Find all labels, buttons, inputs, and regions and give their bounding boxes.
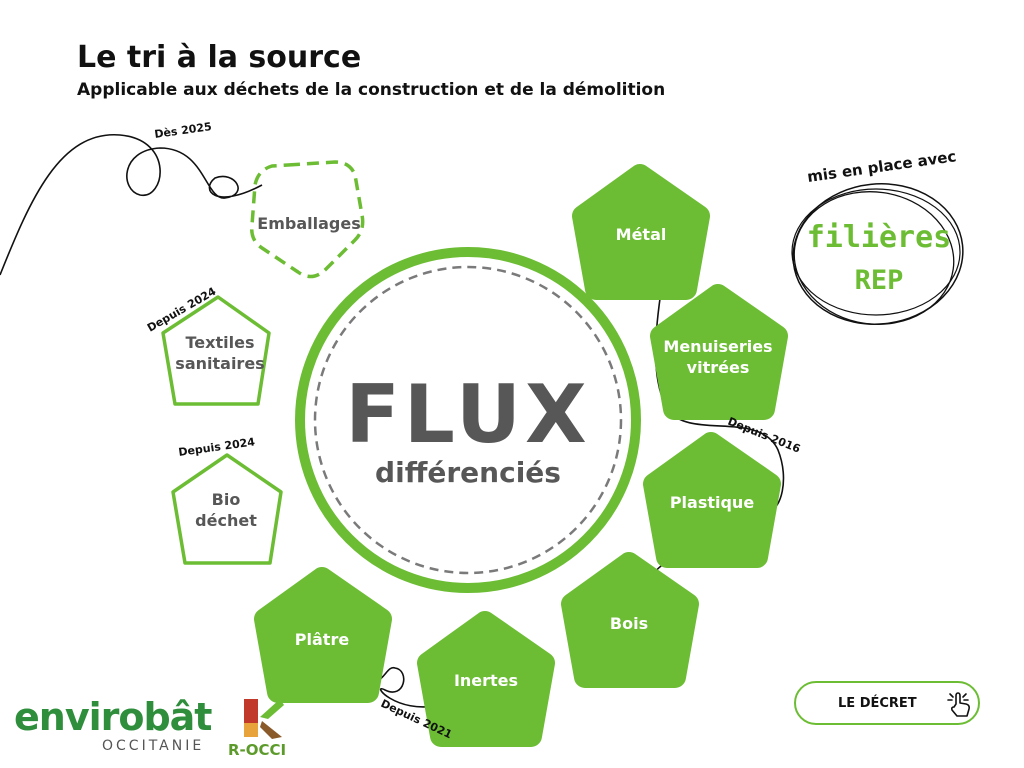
- flow-metal: Métal: [572, 164, 710, 300]
- flow-textiles-label-2: sanitaires: [175, 354, 264, 373]
- timeline-curve-emballages: [0, 134, 263, 276]
- flow-plastique-label: Plastique: [670, 493, 755, 512]
- flow-textiles-label-1: Textiles: [186, 333, 255, 352]
- flow-menuiseries: Menuiseries vitrées: [650, 284, 788, 420]
- logo-subtext: OCCITANIE: [102, 738, 205, 754]
- flow-plastique: Plastique: [643, 432, 781, 568]
- rep-line1: filières: [807, 220, 952, 255]
- page-title: Le tri à la source: [77, 40, 362, 75]
- timeline-curve-2021: [361, 667, 441, 708]
- center-title: FLUX: [345, 368, 590, 461]
- envirobat-logo: envirobât OCCITANIE: [8, 695, 223, 765]
- center-subtitle: différenciés: [375, 456, 561, 489]
- le-decret-label: LE DÉCRET: [838, 696, 917, 711]
- date-label-des-2025: Dès 2025: [154, 120, 213, 141]
- pointer-hand-icon: [947, 692, 970, 717]
- flow-emballages-label: Emballages: [257, 214, 360, 233]
- flow-inertes: Inertes: [417, 611, 555, 747]
- flow-bois: Bois: [561, 552, 699, 688]
- flow-inertes-label: Inertes: [454, 671, 518, 690]
- center-ring: [295, 247, 641, 593]
- r-occi-logo: R-OCCI: [228, 697, 308, 763]
- page-subtitle: Applicable aux déchets de la constructio…: [77, 80, 666, 100]
- le-decret-button[interactable]: LE DÉCRET: [794, 681, 980, 725]
- logo-text: envirobât: [14, 695, 212, 739]
- flow-textiles: Textiles sanitaires: [161, 295, 271, 406]
- r-occi-text: R-OCCI: [228, 741, 287, 759]
- date-label-depuis-2024-bio: Depuis 2024: [178, 435, 256, 459]
- flow-bois-label: Bois: [610, 614, 648, 633]
- flow-platre: Plâtre: [254, 567, 392, 703]
- flow-metal-label: Métal: [616, 225, 667, 244]
- rep-top-text: mis en place avec: [806, 147, 957, 186]
- flow-bio-label-2: déchet: [195, 511, 257, 530]
- rep-line2: REP: [855, 265, 904, 296]
- rep-badge: mis en place avec filières REP: [791, 147, 964, 325]
- flow-bio-label-1: Bio: [212, 490, 241, 509]
- flow-bio: Bio déchet: [171, 453, 283, 565]
- center-dashed-ring: [313, 265, 623, 575]
- date-label-depuis-2024-textiles: Depuis 2024: [145, 285, 219, 335]
- flow-menuiseries-label-2: vitrées: [687, 358, 750, 377]
- flow-emballages: Emballages: [249, 160, 365, 279]
- flow-menuiseries-label-1: Menuiseries: [663, 337, 772, 356]
- flow-platre-label: Plâtre: [295, 630, 350, 649]
- r-occi-mark: [244, 699, 284, 739]
